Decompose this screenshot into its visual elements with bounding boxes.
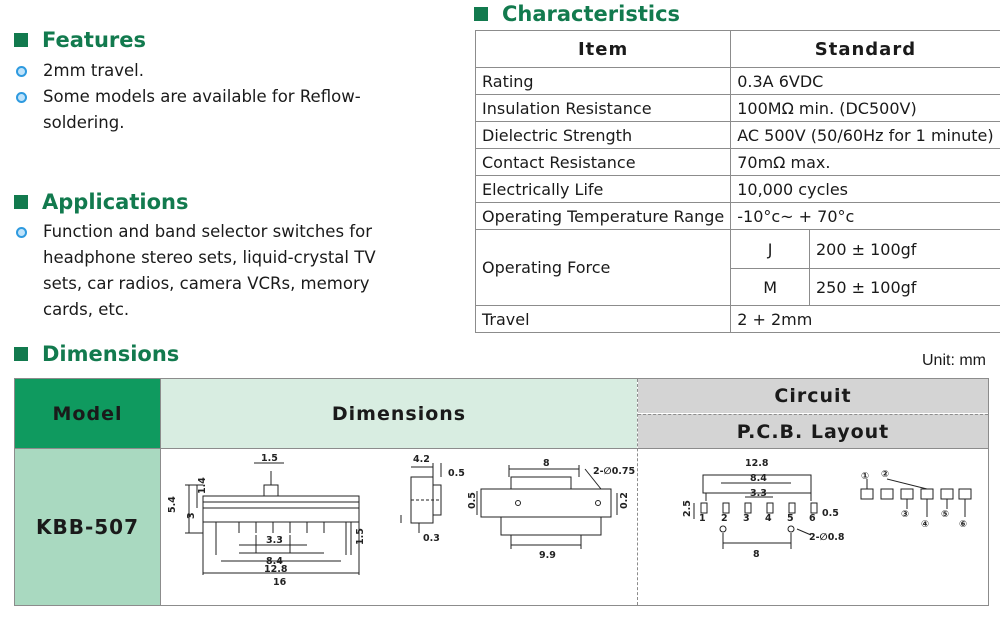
svg-text:8.4: 8.4	[266, 556, 283, 567]
square-bullet-icon	[14, 347, 28, 361]
features-heading: Features	[14, 28, 146, 52]
svg-text:9.9: 9.9	[539, 550, 556, 561]
features-title: Features	[42, 28, 146, 52]
dimensions-title: Dimensions	[42, 342, 180, 366]
side-view-drawing	[400, 463, 442, 533]
square-bullet-icon	[14, 195, 28, 209]
svg-text:0.5: 0.5	[467, 492, 478, 509]
column-divider	[160, 379, 161, 448]
svg-text:5: 5	[787, 513, 794, 524]
svg-text:0.3: 0.3	[423, 533, 440, 544]
model-header: Model	[15, 379, 160, 448]
top-view-drawing	[476, 465, 618, 549]
svg-text:3.3: 3.3	[266, 535, 283, 546]
svg-text:5.4: 5.4	[167, 496, 178, 513]
svg-text:①: ①	[861, 471, 869, 482]
table-header-row: Item Standard	[474, 30, 1000, 68]
svg-text:4.2: 4.2	[413, 454, 430, 465]
svg-text:2-∅0.8: 2-∅0.8	[809, 532, 845, 543]
dimension-drawings: 1.5 5.4 1.4 3 1.5 3.3 8.4 12.8 16 4.2 0.…	[167, 453, 972, 588]
svg-text:⑤: ⑤	[941, 509, 949, 520]
features-list: 2mm travel. Some models are available fo…	[14, 58, 384, 136]
svg-text:8.4: 8.4	[750, 473, 767, 484]
table-row: M 250 ± 100gf	[476, 268, 1000, 306]
characteristics-heading: Characteristics	[474, 2, 680, 26]
svg-text:2.5: 2.5	[682, 500, 693, 517]
model-cell: KBB-507	[15, 449, 161, 605]
svg-text:16: 16	[273, 577, 287, 588]
characteristics-title: Characteristics	[502, 2, 681, 26]
svg-text:0.5: 0.5	[448, 468, 465, 479]
circle-bullet-icon	[16, 92, 27, 103]
applications-heading: Applications	[14, 190, 188, 214]
svg-text:1.4: 1.4	[197, 477, 208, 494]
svg-text:1: 1	[699, 513, 706, 524]
svg-text:0.2: 0.2	[619, 492, 630, 509]
svg-text:④: ④	[921, 519, 929, 530]
front-view-drawing	[185, 462, 360, 575]
svg-text:②: ②	[881, 469, 889, 480]
svg-text:3: 3	[186, 512, 197, 519]
svg-text:12.8: 12.8	[745, 458, 769, 469]
svg-text:3: 3	[743, 513, 750, 524]
column-header-standard: Standard	[730, 30, 1000, 68]
svg-text:3.3: 3.3	[750, 488, 767, 499]
unit-label: Unit: mm	[922, 352, 986, 369]
feature-item: Some models are available for Reflow-sol…	[14, 84, 384, 136]
circuit-header: Circuit	[638, 379, 988, 413]
pcb-header: P.C.B. Layout	[638, 414, 988, 449]
applications-title: Applications	[42, 190, 189, 214]
svg-text:1.5: 1.5	[355, 528, 366, 545]
table-row: Operating Force J 200 ± 100gf	[474, 229, 1000, 306]
svg-text:6: 6	[809, 513, 816, 524]
feature-item: 2mm travel.	[14, 58, 384, 84]
svg-text:2-∅0.75: 2-∅0.75	[593, 466, 635, 477]
square-bullet-icon	[14, 33, 28, 47]
svg-text:⑥: ⑥	[959, 519, 967, 530]
svg-text:2: 2	[721, 513, 728, 524]
svg-text:0.5: 0.5	[822, 508, 839, 519]
svg-text:8: 8	[753, 549, 760, 560]
dimensions-header: Dimensions	[161, 379, 637, 448]
square-bullet-icon	[474, 7, 488, 21]
row-divider	[15, 448, 988, 449]
svg-text:③: ③	[901, 509, 909, 520]
circle-bullet-icon	[16, 227, 27, 238]
circle-bullet-icon	[16, 66, 27, 77]
application-item: Function and band selector switches for …	[14, 219, 414, 323]
dimensions-heading: Dimensions	[14, 342, 179, 366]
svg-text:1.5: 1.5	[261, 453, 278, 464]
svg-text:8: 8	[543, 458, 550, 469]
column-divider	[637, 379, 638, 605]
table-row: Operating Temperature Range-10°c~ + 70°c	[474, 202, 1000, 230]
column-header-item: Item	[474, 30, 732, 68]
svg-text:12.8: 12.8	[264, 564, 288, 575]
circuit-drawing	[860, 478, 972, 517]
pcb-layout-drawing	[693, 474, 818, 549]
svg-text:4: 4	[765, 513, 772, 524]
applications-list: Function and band selector switches for …	[14, 219, 414, 323]
dimensions-table: Model Dimensions Circuit P.C.B. Layout K…	[14, 378, 989, 606]
